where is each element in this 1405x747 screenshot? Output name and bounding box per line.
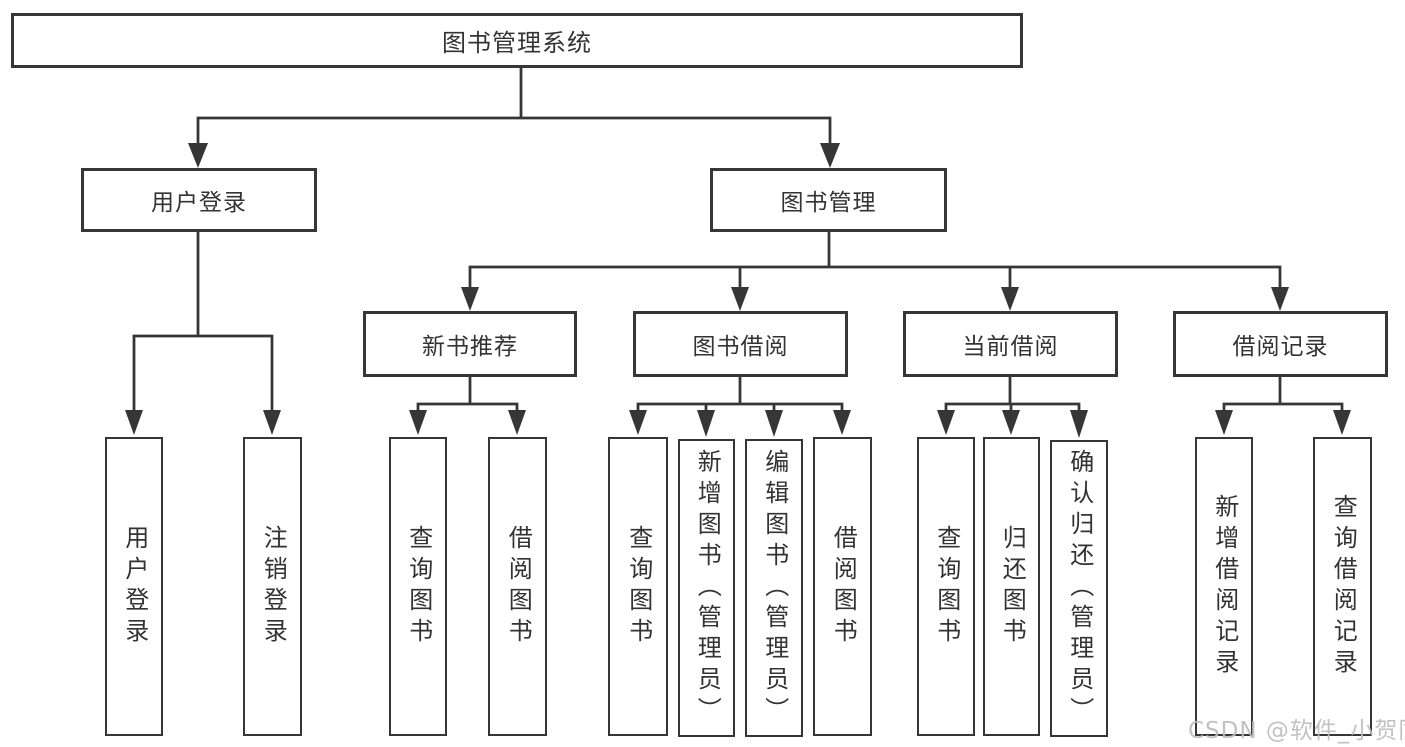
node-new-book-recommend: 新书推荐	[363, 311, 577, 377]
node-label: 新增借阅记录	[1210, 493, 1239, 680]
node-user-login: 用户登录	[81, 168, 317, 232]
leaf-borrow-books: 借阅图书	[813, 437, 872, 736]
leaf-return-books: 归还图书	[983, 437, 1040, 736]
node-label: 图书借阅	[692, 334, 789, 360]
leaf-edit-books-admin: 编辑图书（管理员）	[745, 439, 803, 737]
node-label: 当前借阅	[962, 334, 1059, 360]
leaf-add-books-admin: 新增图书（管理员）	[678, 439, 735, 737]
node-label: 新书推荐	[422, 334, 518, 360]
node-label: 借阅图书	[829, 524, 858, 649]
node-label: 图书管理系统	[442, 29, 592, 57]
node-label: 确认归还（管理员）	[1065, 449, 1094, 728]
node-label: 新增图书（管理员）	[693, 448, 722, 728]
node-borrow-records: 借阅记录	[1173, 311, 1388, 377]
leaf-query-books-recommend: 查询图书	[389, 437, 447, 736]
leaf-confirm-return-admin: 确认归还（管理员）	[1050, 440, 1108, 737]
node-label: 查询图书	[624, 524, 653, 649]
node-label: 用户登录	[151, 190, 247, 216]
node-book-borrow: 图书借阅	[633, 311, 848, 377]
arrowheads	[125, 143, 1351, 438]
leaf-borrow-books-recommend: 借阅图书	[488, 437, 547, 736]
leaf-query-borrow-record: 查询借阅记录	[1313, 437, 1372, 736]
node-label: 查询图书	[404, 524, 433, 649]
leaf-user-login: 用户登录	[105, 437, 163, 736]
node-label: 借阅记录	[1232, 334, 1329, 360]
node-label: 注销登录	[259, 524, 288, 649]
node-current-borrow: 当前借阅	[903, 311, 1118, 377]
node-label: 用户登录	[120, 524, 149, 649]
node-label: 借阅图书	[504, 524, 533, 649]
node-label: 图书管理	[780, 190, 877, 216]
node-label: 归还图书	[998, 524, 1027, 649]
node-library-management-system: 图书管理系统	[11, 13, 1023, 68]
node-book-management: 图书管理	[710, 168, 947, 232]
node-label: 编辑图书（管理员）	[760, 448, 789, 728]
leaf-query-books-borrow: 查询图书	[608, 437, 668, 736]
leaf-add-borrow-record: 新增借阅记录	[1195, 437, 1253, 736]
node-label: 查询图书	[932, 524, 961, 649]
leaf-query-books-current: 查询图书	[917, 437, 975, 736]
csdn-watermark: CSDN @软件_小贺同学	[1188, 718, 1405, 744]
leaf-logout: 注销登录	[243, 437, 302, 736]
node-label: 查询借阅记录	[1329, 493, 1358, 680]
